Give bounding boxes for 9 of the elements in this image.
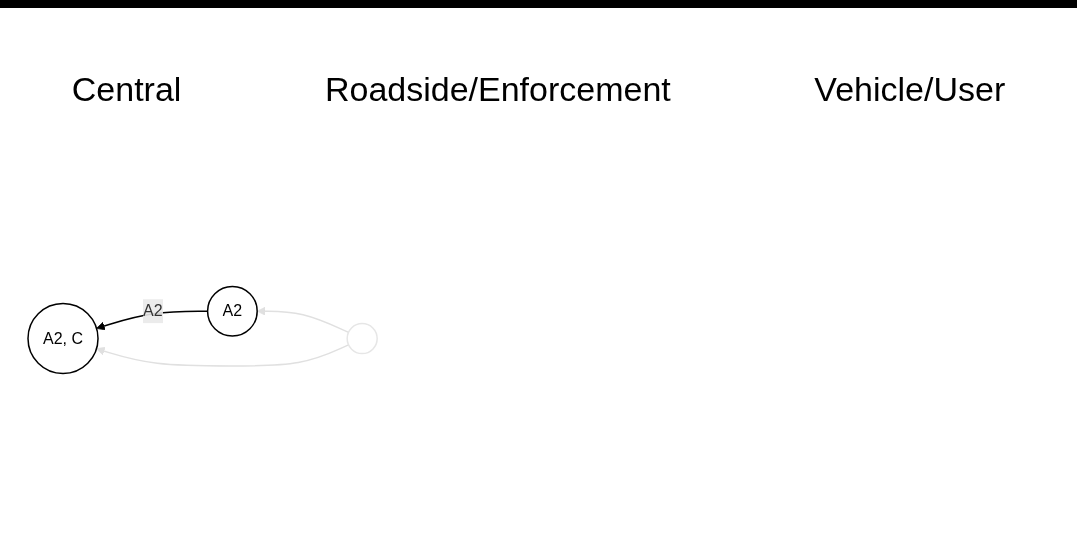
node-circle xyxy=(346,322,378,355)
arrow xyxy=(96,344,350,367)
column-heading: Central xyxy=(71,70,182,109)
arrow xyxy=(256,306,350,334)
edge-label: A2 xyxy=(143,302,163,320)
column-heading: Roadside/Enforcement xyxy=(324,70,671,109)
node-circle: A2 xyxy=(206,285,258,337)
node-circle: A2, C xyxy=(27,302,99,375)
column-heading: Vehicle/User xyxy=(814,70,1006,109)
